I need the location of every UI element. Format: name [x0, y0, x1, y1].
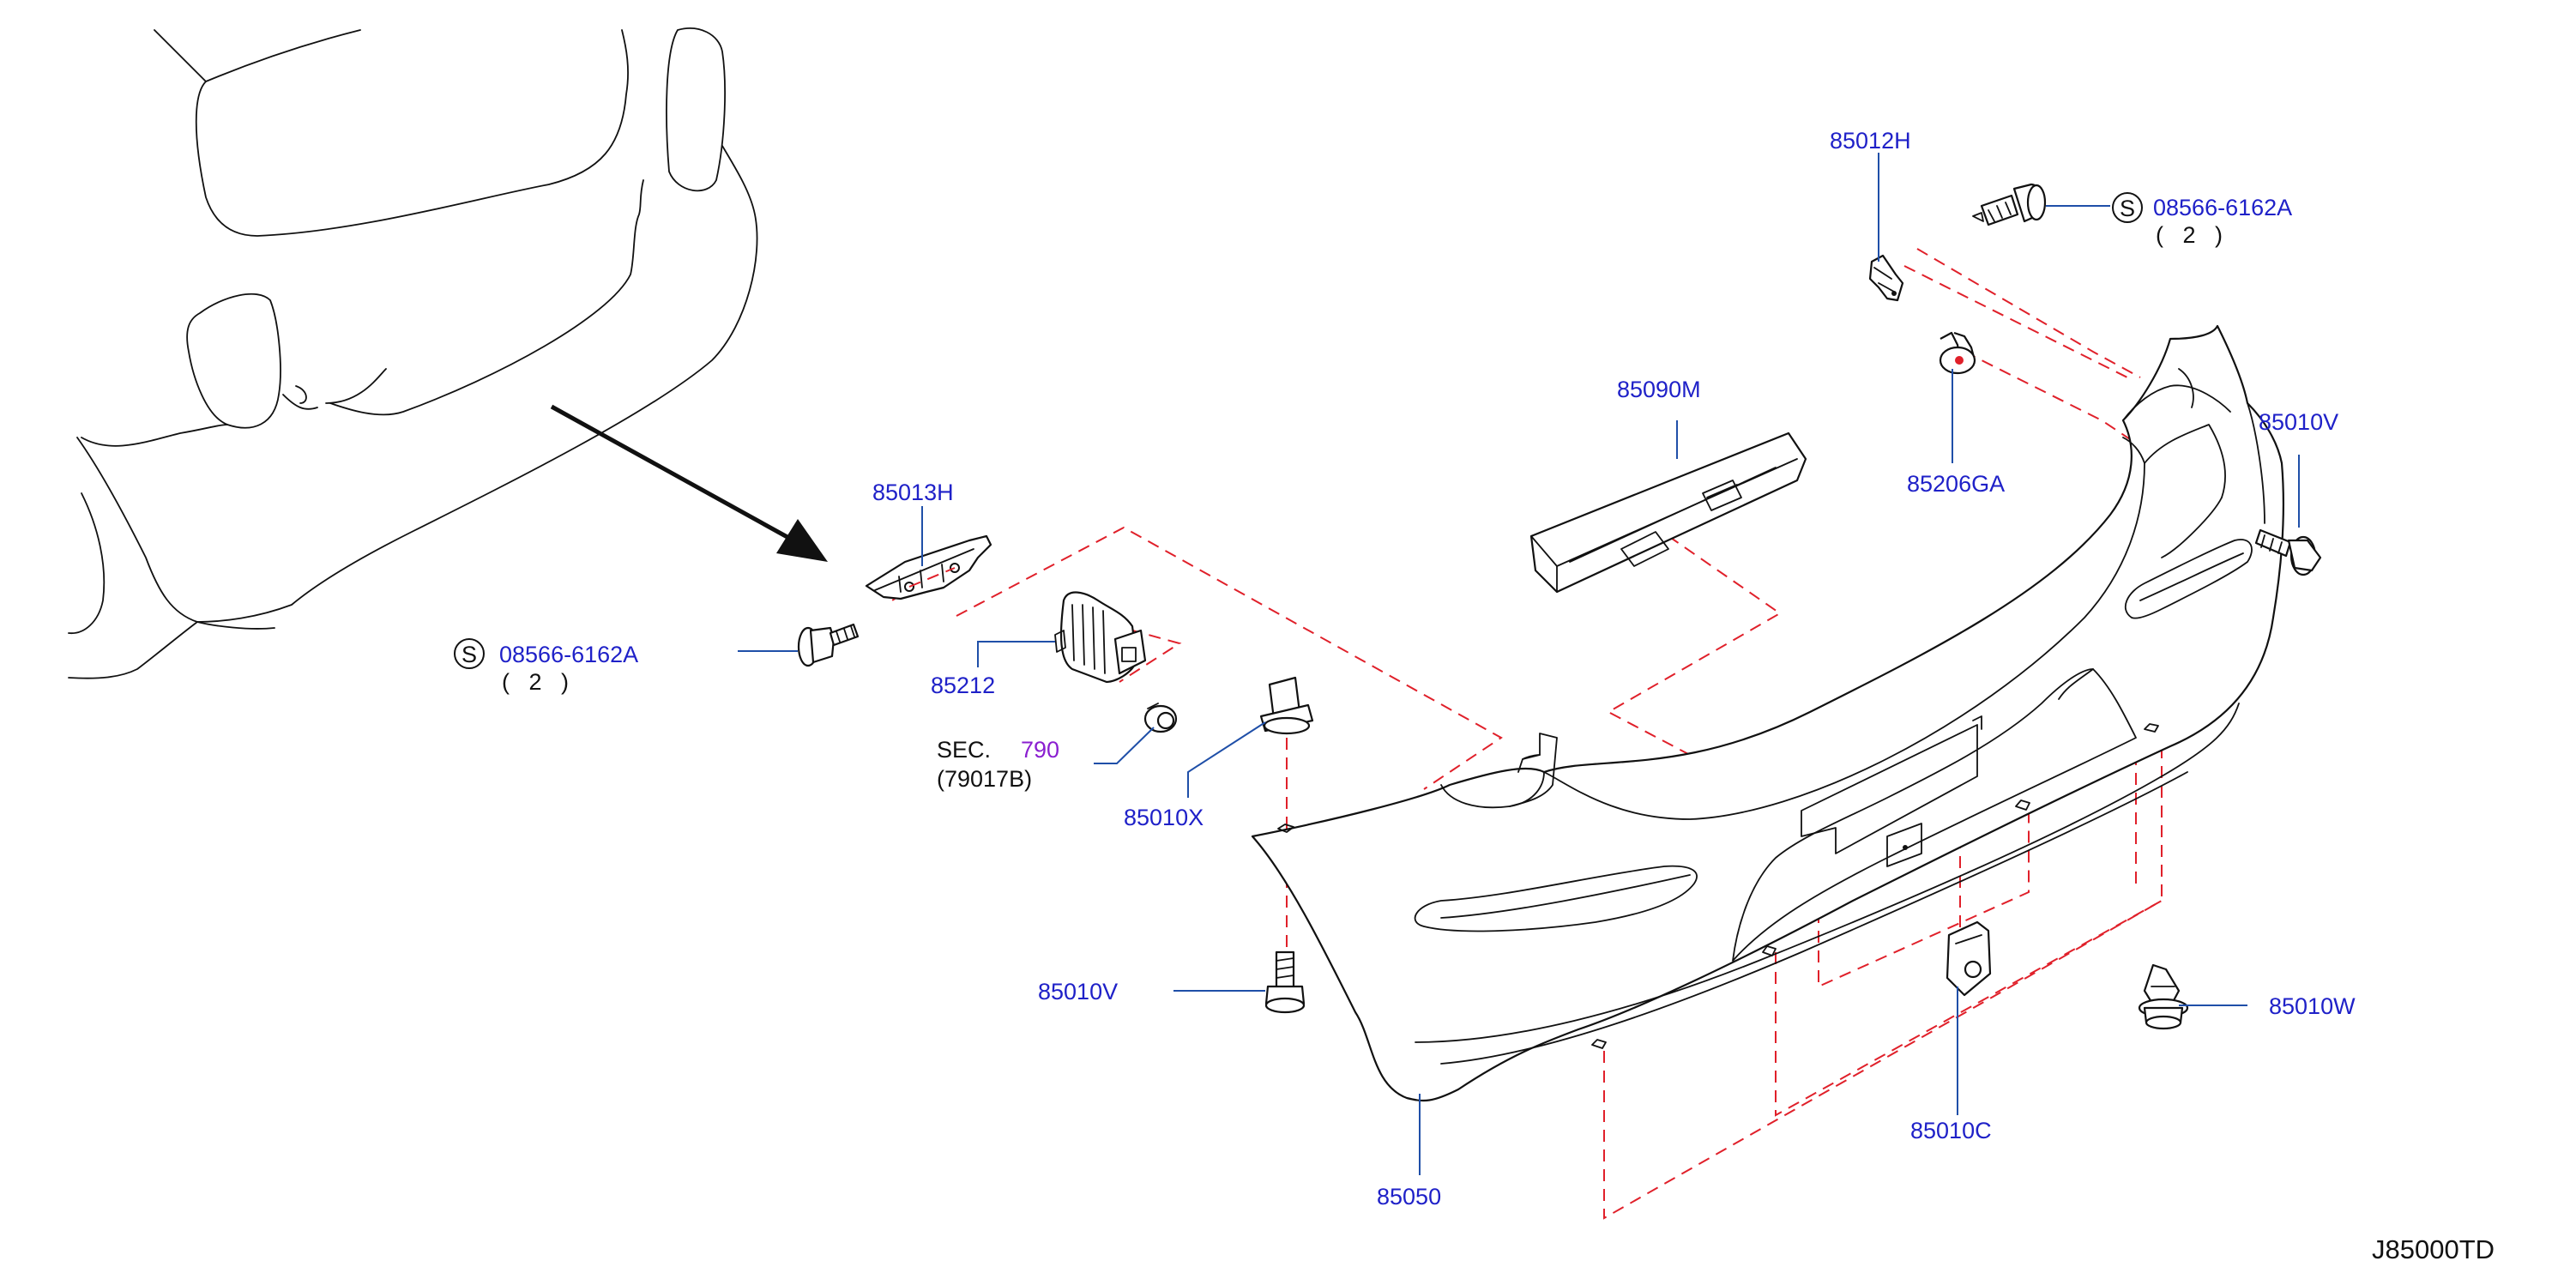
s-symbol-right: S [2112, 192, 2143, 223]
label-08566-6162A-left[interactable]: 08566-6162A [499, 642, 638, 667]
label-85010C[interactable]: 85010C [1910, 1118, 1992, 1143]
part-85206GA-clip[interactable] [1939, 331, 1976, 375]
screw-right[interactable] [1972, 183, 2047, 226]
label-85010V-right[interactable]: 85010V [2259, 409, 2338, 435]
label-85050[interactable]: 85050 [1377, 1184, 1441, 1210]
diagram-id: J85000TD [2372, 1234, 2495, 1264]
leader-lines [738, 153, 2300, 1175]
part-85090M-bracket[interactable] [1529, 431, 1807, 594]
screw-left[interactable] [797, 623, 860, 667]
sec-sub: (79017B) [937, 766, 1032, 792]
s-symbol-left: S [454, 638, 485, 669]
sec-790-link[interactable]: 790 [1021, 737, 1059, 763]
part-85010V-left-bolt[interactable] [1264, 950, 1306, 1014]
part-85010W-clip[interactable] [2138, 963, 2189, 1030]
label-85212[interactable]: 85212 [931, 673, 995, 698]
qty-left: ( 2 ) [502, 669, 569, 695]
svg-text:S: S [462, 642, 477, 667]
part-85010V-right-bolt[interactable] [2254, 528, 2322, 576]
vehicle-outline [68, 27, 758, 679]
label-85090M[interactable]: 85090M [1617, 377, 1701, 402]
label-85010W[interactable]: 85010W [2269, 993, 2356, 1019]
part-85010X-post[interactable] [1259, 676, 1314, 735]
label-85013H[interactable]: 85013H [872, 480, 954, 505]
direction-arrow [550, 404, 828, 562]
label-08566-6162A-right[interactable]: 08566-6162A [2153, 195, 2292, 220]
part-85013H-bracket[interactable] [865, 534, 992, 600]
part-sec790-grommet[interactable] [1143, 703, 1178, 733]
label-85012H[interactable]: 85012H [1830, 128, 1911, 154]
label-85010V-left[interactable]: 85010V [1038, 979, 1118, 1005]
qty-right: ( 2 ) [2156, 222, 2223, 248]
sec-prefix: SEC. [937, 737, 991, 763]
svg-text:S: S [2120, 196, 2135, 221]
label-85206GA[interactable]: 85206GA [1907, 471, 2005, 497]
part-85010C-clip[interactable] [1946, 920, 1992, 997]
part-85012H-bracket[interactable] [1868, 254, 1904, 302]
rear-bumper-fascia[interactable] [1251, 324, 2285, 1102]
part-85212-sensor[interactable] [1054, 591, 1147, 684]
label-85010X[interactable]: 85010X [1124, 805, 1204, 830]
